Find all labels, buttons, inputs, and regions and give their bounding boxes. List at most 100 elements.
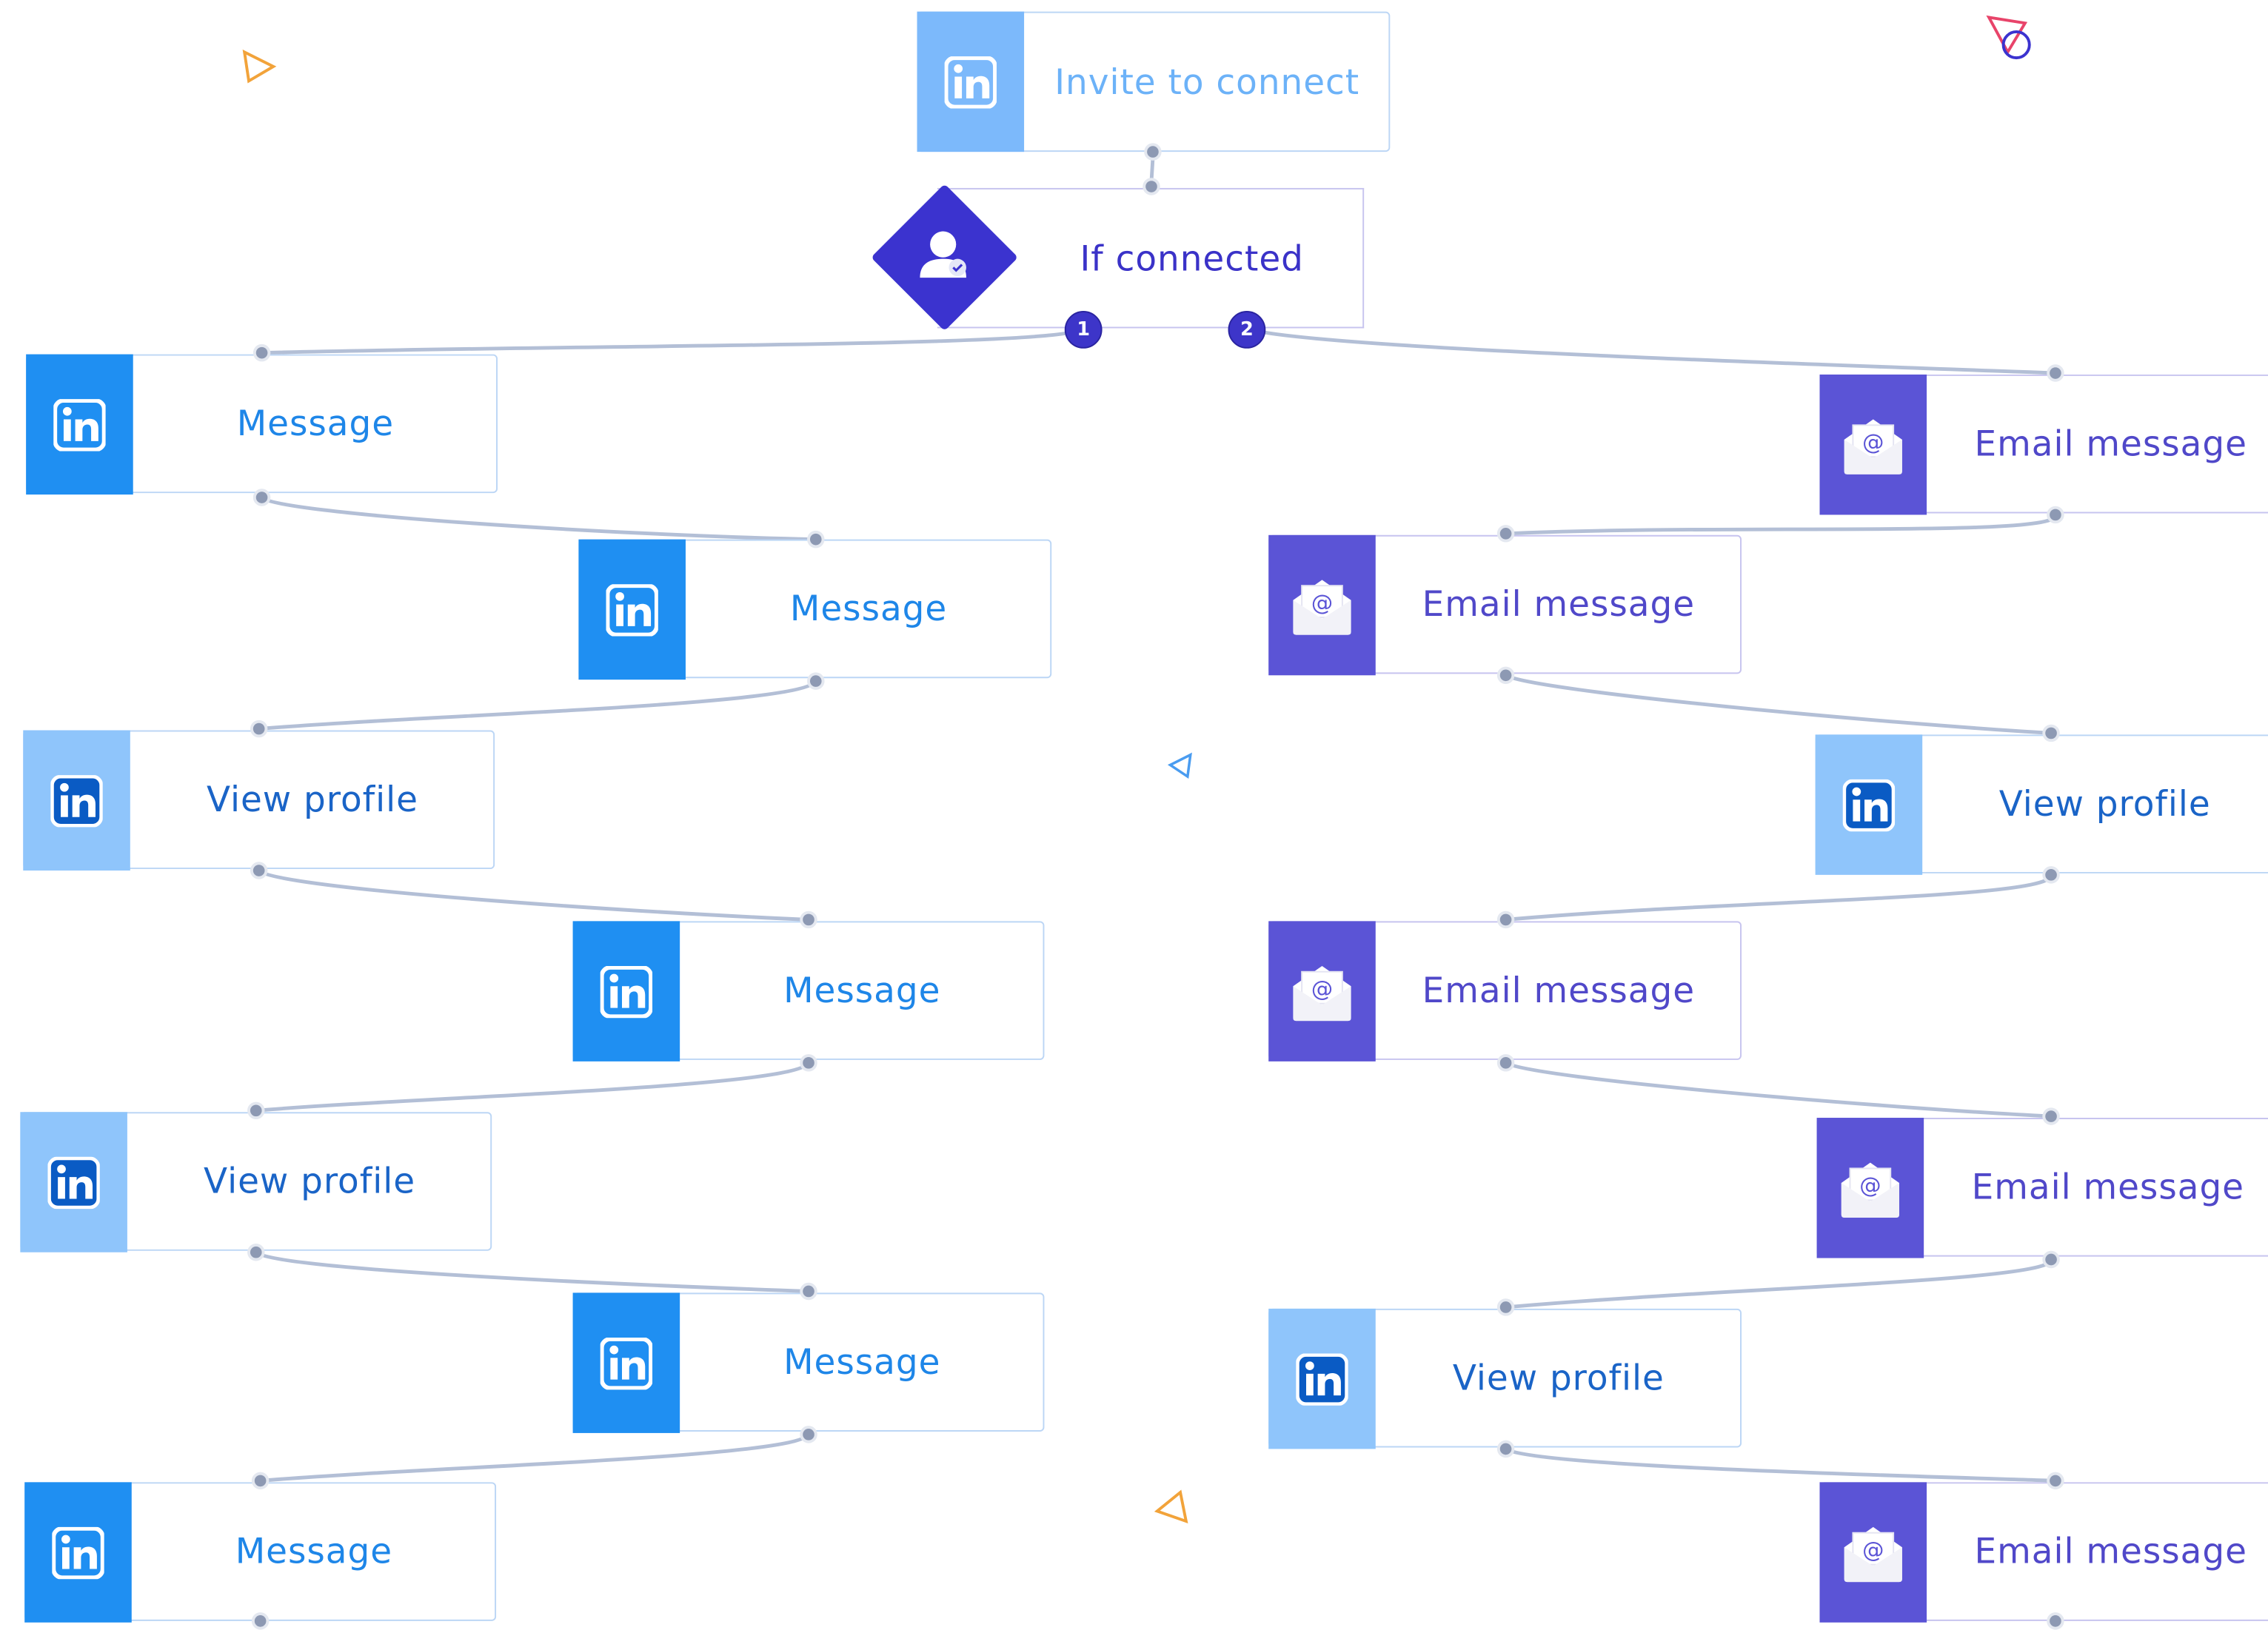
connector bbox=[1505, 1061, 2052, 1118]
node-label: View profile bbox=[1452, 1358, 1665, 1399]
node-label: View profile bbox=[204, 1161, 416, 1202]
message-node[interactable]: Message bbox=[578, 539, 1052, 680]
node-label: Message bbox=[236, 403, 395, 444]
output-port[interactable] bbox=[1496, 1440, 1515, 1458]
branch-1-badge[interactable]: 1 bbox=[1064, 311, 1103, 349]
linkedin-tile bbox=[26, 354, 133, 495]
linkedin-tile bbox=[578, 539, 686, 680]
email-tile bbox=[1268, 921, 1376, 1061]
node-label: View profile bbox=[1998, 783, 2211, 825]
output-port[interactable] bbox=[2042, 866, 2060, 884]
output-port[interactable] bbox=[250, 862, 268, 879]
branch-2-badge[interactable]: 2 bbox=[1228, 311, 1266, 349]
output-port[interactable] bbox=[800, 1054, 817, 1072]
connector bbox=[1505, 674, 2052, 735]
email-message-node[interactable]: Email message bbox=[1268, 534, 1742, 676]
message-node[interactable]: Message bbox=[26, 354, 498, 495]
connector bbox=[260, 1433, 811, 1483]
input-port[interactable] bbox=[1496, 910, 1515, 929]
linkedin-tile bbox=[1815, 734, 1923, 875]
connector bbox=[1505, 1258, 2053, 1309]
output-port[interactable] bbox=[800, 1426, 817, 1443]
node-label: Message bbox=[783, 1341, 941, 1383]
email-message-node[interactable]: Email message bbox=[1268, 921, 1742, 1061]
output-port[interactable] bbox=[251, 1612, 270, 1630]
message-node[interactable]: Message bbox=[572, 1292, 1045, 1433]
linkedin-icon bbox=[53, 398, 105, 450]
decorative-triangle-icon bbox=[242, 49, 277, 84]
linkedin-tile bbox=[20, 1112, 127, 1252]
output-port[interactable] bbox=[247, 1244, 265, 1261]
connector bbox=[261, 326, 1084, 355]
condition-label: If connected bbox=[1080, 238, 1304, 279]
node-label: Invite to connect bbox=[1054, 61, 1360, 102]
input-port[interactable] bbox=[251, 1472, 270, 1490]
input-port[interactable] bbox=[247, 1101, 265, 1120]
email-message-node[interactable]: Email message bbox=[1819, 1482, 2268, 1623]
node-label: Message bbox=[783, 970, 941, 1011]
linkedin-tile bbox=[917, 11, 1025, 152]
input-port[interactable] bbox=[807, 530, 825, 549]
input-port[interactable] bbox=[252, 343, 271, 362]
input-port[interactable] bbox=[800, 1282, 817, 1301]
input-port[interactable] bbox=[2042, 724, 2060, 742]
linkedin-icon bbox=[50, 774, 102, 826]
input-port[interactable] bbox=[2042, 1107, 2060, 1125]
message-node[interactable]: Message bbox=[24, 1482, 497, 1623]
linkedin-tile bbox=[24, 1482, 132, 1623]
connector bbox=[258, 680, 817, 731]
linkedin-tile bbox=[572, 1292, 680, 1433]
email-tile bbox=[1268, 534, 1376, 676]
message-node[interactable]: Message bbox=[572, 921, 1045, 1061]
connector bbox=[255, 1250, 809, 1293]
view-profile-node[interactable]: View profile bbox=[20, 1112, 492, 1252]
linkedin-tile bbox=[23, 730, 130, 871]
node-label: View profile bbox=[206, 779, 418, 820]
output-port[interactable] bbox=[1144, 143, 1162, 161]
connector bbox=[255, 1061, 811, 1113]
output-port[interactable] bbox=[807, 672, 825, 690]
input-port[interactable] bbox=[1496, 525, 1515, 543]
email-envelope-icon bbox=[1839, 1517, 1908, 1587]
connected-person-icon bbox=[920, 231, 966, 278]
decorative-shapes-icon bbox=[1986, 15, 2031, 60]
output-port[interactable] bbox=[1496, 666, 1515, 685]
view-profile-node[interactable]: View profile bbox=[1815, 734, 2268, 875]
output-port[interactable] bbox=[2047, 506, 2064, 524]
node-label: Email message bbox=[1971, 1167, 2245, 1208]
email-tile bbox=[1819, 374, 1927, 515]
email-envelope-icon bbox=[1288, 956, 1357, 1026]
node-label: Message bbox=[235, 1531, 393, 1572]
input-port[interactable] bbox=[1496, 1298, 1515, 1316]
email-message-node[interactable]: Email message bbox=[1819, 374, 2268, 515]
linkedin-icon bbox=[601, 1337, 652, 1389]
email-envelope-icon bbox=[1836, 1153, 1905, 1223]
input-port[interactable] bbox=[2047, 364, 2064, 382]
view-profile-node[interactable]: View profile bbox=[23, 730, 495, 871]
linkedin-icon bbox=[945, 56, 997, 107]
linkedin-tile bbox=[1268, 1308, 1376, 1449]
connector bbox=[1505, 514, 2058, 536]
linkedin-icon bbox=[47, 1156, 99, 1208]
linkedin-tile bbox=[572, 921, 680, 1061]
input-port[interactable] bbox=[800, 910, 817, 929]
input-port[interactable] bbox=[250, 720, 268, 738]
output-port[interactable] bbox=[1496, 1054, 1515, 1072]
connector bbox=[1245, 326, 2056, 375]
output-port[interactable] bbox=[2042, 1250, 2060, 1269]
decorative-triangle-icon bbox=[1154, 1489, 1188, 1524]
connector bbox=[260, 496, 816, 542]
email-envelope-icon bbox=[1839, 410, 1908, 480]
email-message-node[interactable]: Email message bbox=[1816, 1118, 2268, 1258]
connector bbox=[1505, 1447, 2056, 1483]
input-port[interactable] bbox=[2047, 1472, 2064, 1490]
output-port[interactable] bbox=[252, 489, 271, 506]
invite-to-connect-node[interactable]: Invite to connect bbox=[917, 11, 1391, 152]
input-port[interactable] bbox=[1143, 178, 1160, 195]
linkedin-icon bbox=[1296, 1352, 1348, 1404]
view-profile-node[interactable]: View profile bbox=[1268, 1308, 1742, 1449]
output-port[interactable] bbox=[2047, 1612, 2064, 1630]
linkedin-icon bbox=[606, 583, 658, 635]
